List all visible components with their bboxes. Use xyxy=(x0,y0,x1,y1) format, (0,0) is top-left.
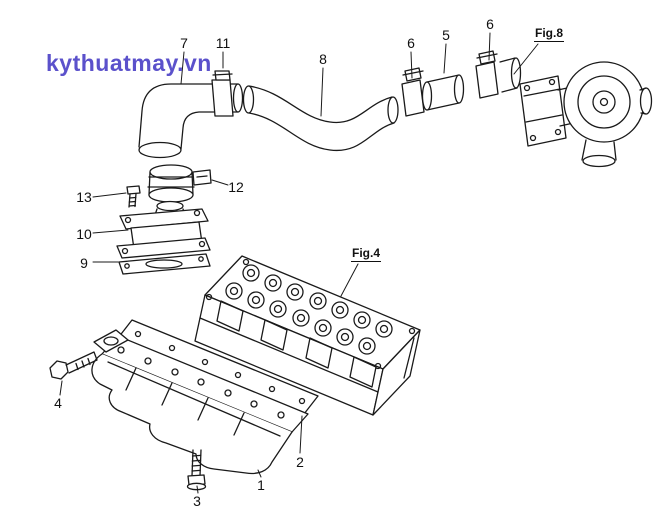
intake-manifold xyxy=(91,329,309,475)
callout-12: 12 xyxy=(228,179,244,195)
bolt-4 xyxy=(49,351,98,380)
callout-2: 2 xyxy=(296,454,304,470)
callout-13: 13 xyxy=(76,189,92,205)
fig8-label: Fig.8 xyxy=(534,26,565,43)
cylinder-head xyxy=(194,255,421,416)
fig4-label: Fig.4 xyxy=(351,246,382,263)
callout-8: 8 xyxy=(319,51,327,67)
hose-clamp-12 xyxy=(147,169,212,188)
connector-pipe xyxy=(421,74,465,111)
watermark: kythuatmay.vn xyxy=(46,50,212,76)
bolt-13 xyxy=(126,185,141,208)
hose-clamp-6-left xyxy=(401,67,425,117)
hose-clamp-6-right xyxy=(475,50,499,99)
callout-3: 3 xyxy=(193,493,201,509)
hose-end-cap xyxy=(148,164,194,203)
callout-1: 1 xyxy=(257,477,265,493)
callout-6-right: 6 xyxy=(486,16,494,32)
callout-7: 7 xyxy=(180,35,188,51)
callout-5: 5 xyxy=(442,27,450,43)
callout-9: 9 xyxy=(80,255,88,271)
leader-lines xyxy=(59,32,539,494)
callout-4: 4 xyxy=(54,395,62,411)
outlet-housing xyxy=(116,200,211,259)
hose-clamp-11 xyxy=(211,70,234,117)
air-hose xyxy=(242,85,399,152)
gasket-9 xyxy=(118,253,211,275)
turbocharger xyxy=(499,57,653,168)
callout-10: 10 xyxy=(76,226,92,242)
callout-11: 11 xyxy=(215,35,231,51)
callout-6-left: 6 xyxy=(407,35,415,51)
bolt-3 xyxy=(186,449,207,491)
elbow-hose xyxy=(138,83,244,159)
